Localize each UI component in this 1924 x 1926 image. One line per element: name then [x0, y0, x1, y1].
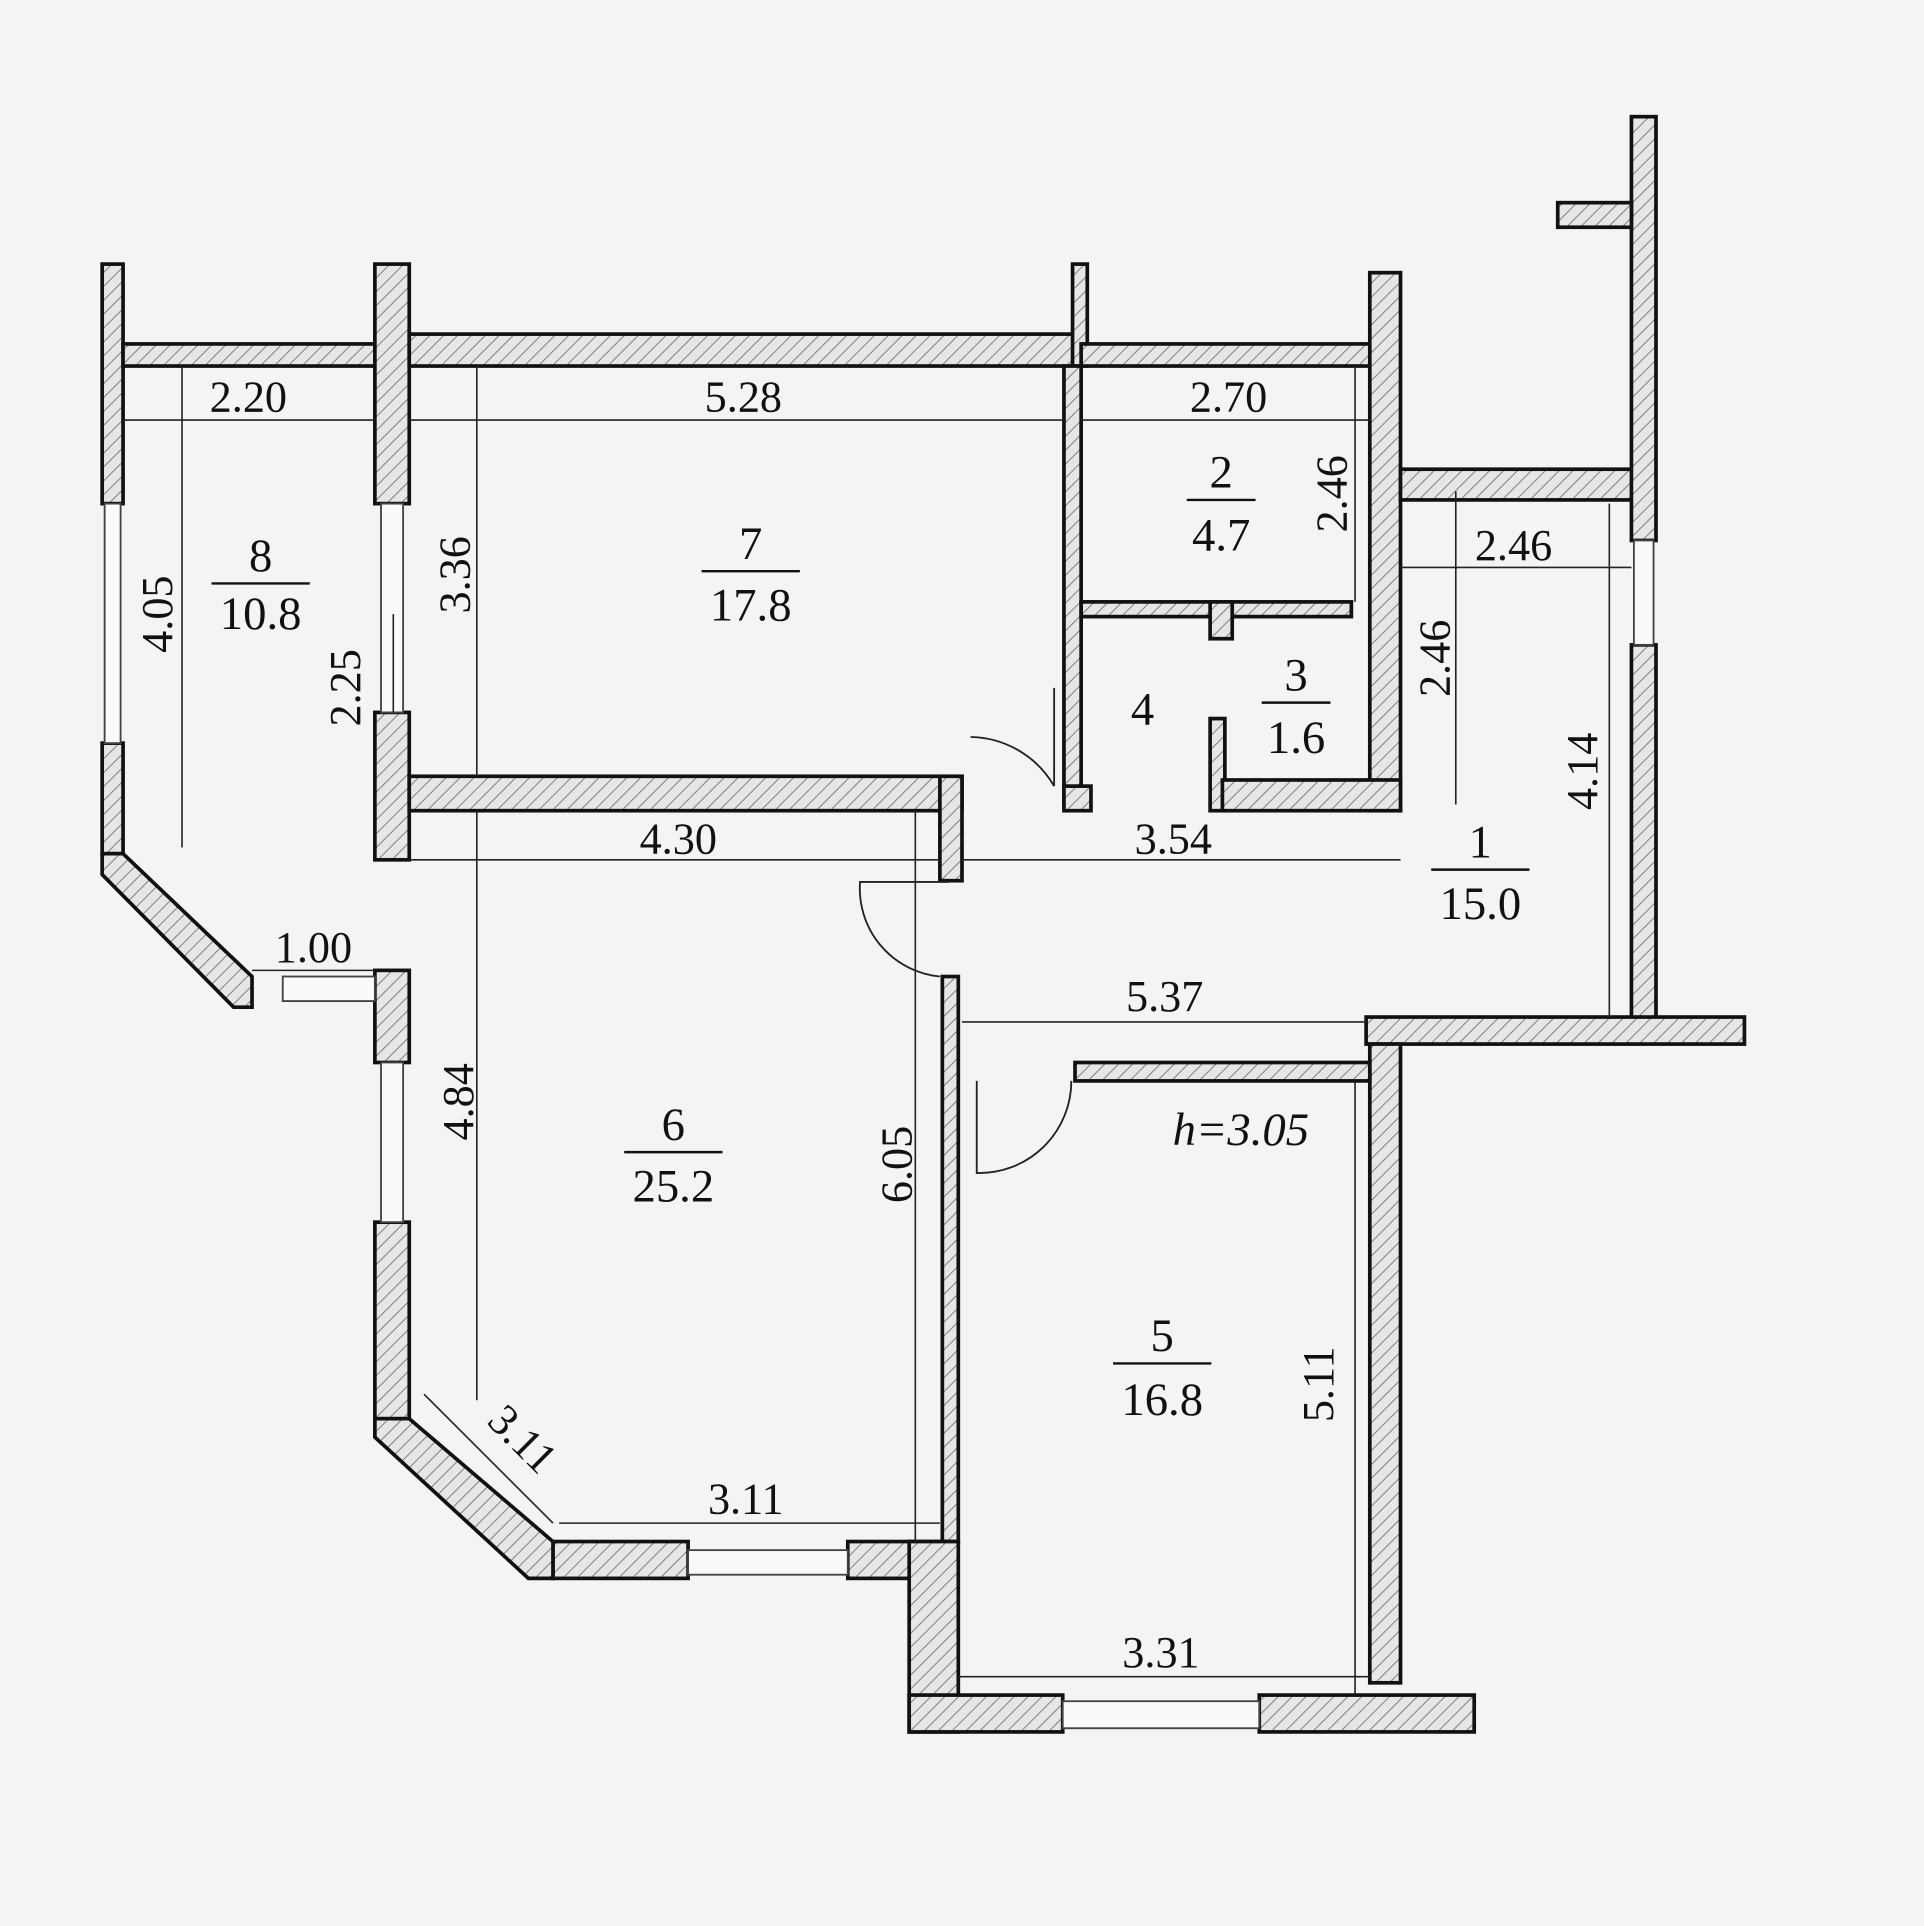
dim-8-height: 4.05: [133, 575, 182, 652]
dim-1-length: 3.54: [1135, 815, 1212, 864]
svg-text:25.2: 25.2: [633, 1160, 715, 1212]
svg-text:8: 8: [249, 530, 272, 582]
svg-text:10.8: 10.8: [220, 588, 302, 640]
wall: [407, 332, 1081, 368]
wall: [907, 1693, 1065, 1734]
window: [103, 502, 122, 745]
window: [380, 502, 405, 714]
wall: [373, 262, 412, 506]
svg-text:7: 7: [739, 518, 762, 570]
dim-5-height: 5.11: [1294, 1346, 1343, 1422]
wall: [121, 342, 377, 368]
svg-text:17.8: 17.8: [710, 579, 792, 631]
wall: [938, 774, 964, 883]
window: [687, 1549, 849, 1576]
room-3-label: 3 1.6: [1261, 649, 1331, 764]
svg-text:3: 3: [1284, 649, 1307, 701]
wall: [1208, 600, 1235, 641]
wall: [407, 774, 964, 813]
dimension-line: [423, 1393, 554, 1524]
dim-1-right: 4.14: [1558, 733, 1607, 810]
dim-6-top: 4.30: [640, 815, 717, 864]
dim-1-upper: 2.46: [1411, 620, 1460, 697]
wall: [1364, 1015, 1747, 1046]
dim-5-bottom: 3.31: [1122, 1628, 1199, 1677]
door-room-7: [970, 687, 1056, 787]
wall: [1079, 342, 1378, 368]
dim-8-bottom: 1.00: [275, 923, 352, 972]
dim-5-top: 5.37: [1126, 972, 1203, 1021]
dim-2-width: 2.70: [1190, 372, 1267, 421]
dim-6-bottom: 3.11: [708, 1474, 784, 1523]
dim-7-width: 5.28: [705, 372, 782, 421]
wall: [1220, 778, 1403, 813]
svg-text:5: 5: [1151, 1310, 1174, 1362]
room-7-label: 7 17.8: [701, 518, 800, 631]
door-room-5: [975, 1080, 1073, 1174]
wall: [1629, 114, 1658, 543]
dim-8-width: 2.20: [210, 372, 287, 421]
door-room-6: [858, 881, 949, 978]
wall: [373, 710, 412, 862]
dimension-lines: [123, 366, 1632, 1696]
wall-diagonal: [100, 851, 254, 1010]
wall: [1367, 1042, 1403, 1685]
wall: [551, 1539, 690, 1581]
svg-text:4.7: 4.7: [1192, 509, 1250, 561]
room-8-label: 8 10.8: [211, 530, 310, 640]
wall: [100, 741, 125, 856]
windows: [103, 502, 1655, 1730]
dim-6-right: 6.05: [873, 1126, 922, 1203]
svg-text:1: 1: [1469, 816, 1492, 868]
wall: [1367, 270, 1403, 813]
window: [1061, 1700, 1261, 1730]
wall: [373, 968, 412, 1065]
wall: [100, 262, 125, 506]
walls: [100, 114, 1747, 1734]
svg-text:1.6: 1.6: [1267, 712, 1325, 764]
wall: [1073, 1060, 1372, 1083]
window: [380, 1061, 405, 1224]
wall: [373, 1220, 412, 1421]
wall: [1398, 467, 1636, 502]
dim-8-side: 2.25: [321, 649, 370, 726]
svg-text:2: 2: [1210, 447, 1233, 499]
room-1-label: 1 15.0: [1431, 816, 1530, 930]
dim-1-width: 2.46: [1475, 521, 1552, 570]
wall-diagonal: [373, 1416, 555, 1581]
wall: [1555, 200, 1634, 230]
wall: [1629, 643, 1658, 1028]
window: [1632, 539, 1655, 646]
room-5-label: 5 16.8: [1113, 1310, 1212, 1426]
wall: [1062, 784, 1093, 813]
wall: [1062, 364, 1083, 807]
dim-6-left: 4.84: [434, 1063, 483, 1140]
svg-text:16.8: 16.8: [1121, 1374, 1203, 1426]
svg-text:6: 6: [662, 1099, 685, 1151]
dim-6-diagonal: 3.11: [479, 1395, 567, 1483]
room-4-label: 4: [1131, 684, 1154, 736]
dim-7-height: 3.36: [430, 536, 479, 613]
ceiling-height-label: h=3.05: [1173, 1104, 1309, 1156]
window: [281, 975, 376, 1002]
svg-text:15.0: 15.0: [1440, 878, 1522, 930]
dim-2-height: 2.46: [1307, 455, 1356, 532]
doors: [858, 687, 1073, 1174]
room-2-label: 2 4.7: [1186, 447, 1256, 561]
wall: [940, 974, 961, 1544]
wall: [1257, 1693, 1477, 1734]
room-6-label: 6 25.2: [624, 1099, 723, 1212]
